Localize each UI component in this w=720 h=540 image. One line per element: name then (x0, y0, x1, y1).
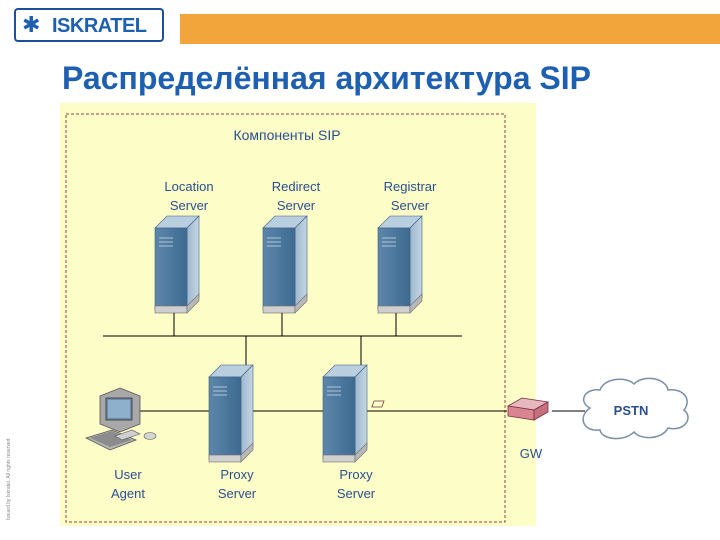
location-server-label-1: Location (164, 179, 213, 194)
pstn-label: PSTN (614, 403, 649, 418)
proxy-server-1-label-2: Server (218, 486, 257, 501)
logo-text: ISKRATEL (52, 15, 147, 37)
proxy-server-1-icon (208, 364, 254, 463)
user-agent-computer-icon (84, 387, 157, 451)
header-accent-bar (180, 14, 720, 44)
proxy-server-2-label-2: Server (337, 486, 376, 501)
pstn-cloud-icon (582, 377, 689, 440)
registrar-server-icon (377, 215, 423, 314)
redirect-server-label-1: Redirect (272, 179, 321, 194)
gw-label: GW (520, 446, 543, 461)
sip-components-border (65, 113, 506, 523)
proxy-server-2-label-1: Proxy (339, 467, 373, 482)
registrar-server-label-1: Registrar (384, 179, 437, 194)
registrar-server-label-2: Server (391, 198, 430, 213)
iskratel-logo: ✱ ISKRATEL (14, 8, 164, 42)
user-agent-label-1: User (114, 467, 142, 482)
location-server-label-2: Server (170, 198, 209, 213)
redirect-server-icon (262, 215, 308, 314)
gateway-router-icon (371, 397, 550, 421)
proxy-server-1-label-1: Proxy (220, 467, 254, 482)
diagram-area (60, 103, 536, 526)
location-server-icon (154, 215, 200, 314)
redirect-server-label-2: Server (277, 198, 316, 213)
logo-figure-icon: ✱ (22, 12, 41, 37)
group-title: Компоненты SIP (233, 127, 340, 143)
user-agent-label-2: Agent (111, 486, 145, 501)
page-title: Распределённая архитектура SIP (62, 60, 591, 96)
proxy-server-2-icon (322, 364, 368, 463)
